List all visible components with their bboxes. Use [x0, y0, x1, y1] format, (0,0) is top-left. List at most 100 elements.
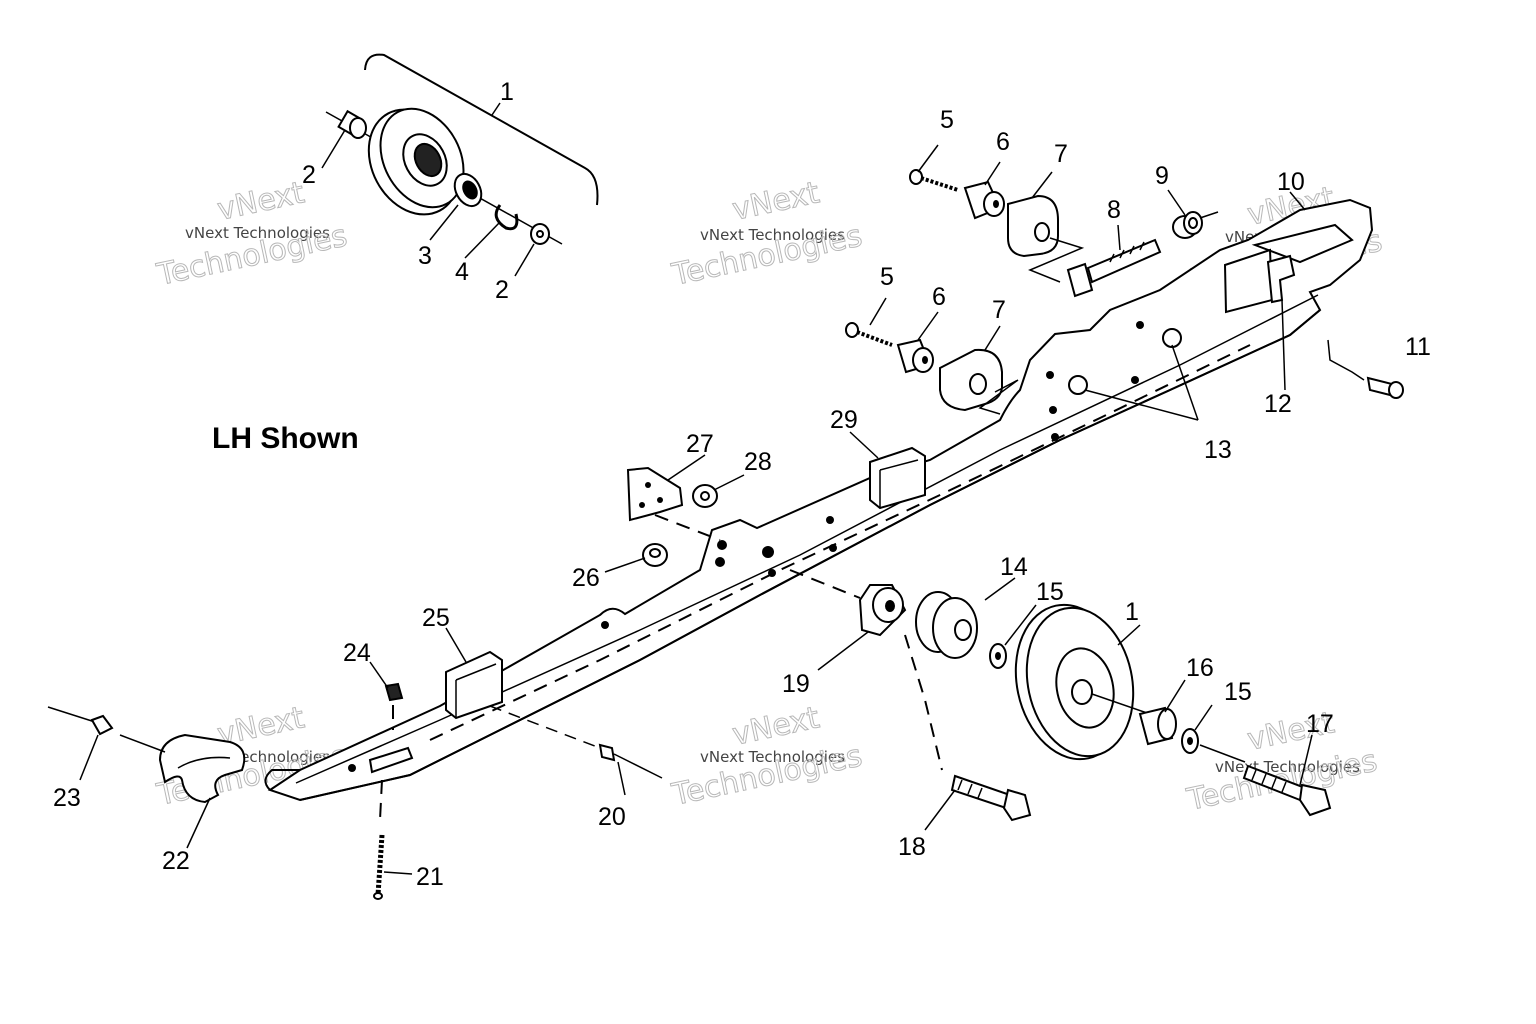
callout-19: 19 [782, 670, 810, 698]
bumper-lower [939, 348, 1003, 412]
bolt-18-dash [904, 634, 943, 771]
lower-axis [1091, 693, 1151, 715]
callout-2-right: 2 [495, 276, 509, 304]
view-title: LH Shown [212, 422, 359, 455]
svg-text:vNext Technologies: vNext Technologies [185, 224, 330, 242]
watermark-6: vNext vNext Technologies Technologies [1183, 705, 1381, 819]
rail-bottom [299, 309, 1321, 801]
carriage-bolt-lower [845, 322, 893, 347]
watermark-5: vNext vNext Technologies Technologies [668, 700, 866, 814]
callout-16: 16 [1186, 654, 1214, 682]
bumper-leader-lower [978, 379, 1019, 415]
callout-9: 9 [1155, 162, 1169, 190]
axle-dash-left [789, 569, 861, 599]
svg-text:vNext: vNext [729, 700, 822, 753]
callout-21: 21 [416, 863, 444, 891]
cap-bolt-right [530, 223, 550, 245]
callout-1-top: 1 [500, 78, 514, 106]
upper-stop-group [909, 169, 1219, 298]
callout-26: 26 [572, 564, 600, 592]
bumper-upper [1007, 194, 1059, 258]
pin-11 [1366, 376, 1404, 399]
callout-8: 8 [1107, 196, 1121, 224]
callout-17: 17 [1306, 710, 1334, 738]
lower-stop-group [845, 322, 1019, 415]
bearing [453, 172, 483, 208]
callout-29: 29 [830, 406, 858, 434]
nuts-13 [1068, 328, 1182, 395]
callout-4: 4 [455, 258, 469, 286]
wear-block-25 [445, 650, 503, 720]
callout-13: 13 [1204, 436, 1232, 464]
callout-15-right: 15 [1224, 678, 1252, 706]
idler-spacer-14 [915, 591, 978, 659]
callout-11: 11 [1405, 333, 1431, 361]
hex-bolt-17 [1242, 764, 1332, 817]
carriage-bolt-upper [909, 169, 959, 192]
callout-6-lower: 6 [932, 283, 946, 311]
pin-23-axis [47, 706, 96, 723]
callout-14: 14 [1000, 553, 1028, 581]
rail-groove [429, 344, 1251, 741]
callout-7-upper: 7 [1054, 140, 1068, 168]
rear-clip-12 [1266, 254, 1296, 304]
svg-text:vNext: vNext [729, 175, 822, 228]
slide-rail [264, 198, 1374, 802]
svg-text:vNext Technologies: vNext Technologies [700, 226, 845, 244]
callout-5-upper: 5 [940, 106, 954, 134]
callout-7-lower: 7 [992, 296, 1006, 324]
pin-20 [598, 743, 616, 762]
nose-cap-22 [158, 733, 246, 804]
rail-body [267, 198, 1374, 802]
hex-bolt-18 [950, 774, 1032, 822]
svg-text:vNext: vNext [214, 175, 307, 228]
callout-numbers: 1 2 3 4 2 1 5 6 7 8 9 10 5 6 7 11 12 13 … [53, 78, 1431, 891]
pin-11-leader [1327, 339, 1365, 381]
watermark-2: vNext vNext Technologies Technologies [668, 175, 866, 294]
wear-block-29 [869, 446, 926, 510]
callout-5-lower: 5 [880, 263, 894, 291]
callout-6-upper: 6 [996, 128, 1010, 156]
cap-bolt-left [337, 109, 367, 139]
bumper-leader-upper [1028, 237, 1085, 283]
pin-23 [90, 714, 114, 736]
washer-15-left [989, 643, 1007, 669]
leader-lines [79, 129, 1313, 875]
spacer-upper [963, 180, 1005, 220]
callout-3: 3 [418, 242, 432, 270]
callout-2-left: 2 [302, 161, 316, 189]
screw-21 [373, 834, 385, 900]
washer-15-right [1181, 728, 1199, 754]
rail-ridge [295, 294, 1319, 784]
idler-wheel-top [367, 107, 465, 216]
callout-12: 12 [1264, 390, 1292, 418]
rail-nose [264, 769, 300, 791]
idler-wheel-assembly [325, 53, 599, 245]
callout-25: 25 [422, 604, 450, 632]
assembly-bracket [364, 53, 599, 206]
bracket-leader [491, 102, 501, 116]
mount-plate-27 [626, 466, 684, 522]
callout-28: 28 [744, 448, 772, 476]
idler-wheel-lower [1014, 603, 1135, 761]
rail-slot [368, 746, 414, 774]
nut-28 [692, 484, 718, 508]
callout-23: 23 [53, 784, 81, 812]
callout-18: 18 [898, 833, 926, 861]
nut-26 [642, 543, 668, 567]
rail-holes [348, 321, 1144, 772]
axle-housing-19 [858, 584, 907, 637]
spacer-lower [896, 338, 934, 374]
mount-plate-dash [654, 514, 721, 541]
callout-15-left: 15 [1036, 578, 1064, 606]
svg-text:vNext Technologies: vNext Technologies [700, 748, 845, 766]
callout-24: 24 [343, 639, 371, 667]
bolt-21-dash [379, 779, 383, 821]
callout-27: 27 [686, 430, 714, 458]
callout-10: 10 [1277, 168, 1305, 196]
watermark-1: vNext vNext Technologies Technologies [153, 175, 351, 294]
snap-ring [494, 204, 519, 231]
callout-1-lower: 1 [1125, 598, 1139, 626]
